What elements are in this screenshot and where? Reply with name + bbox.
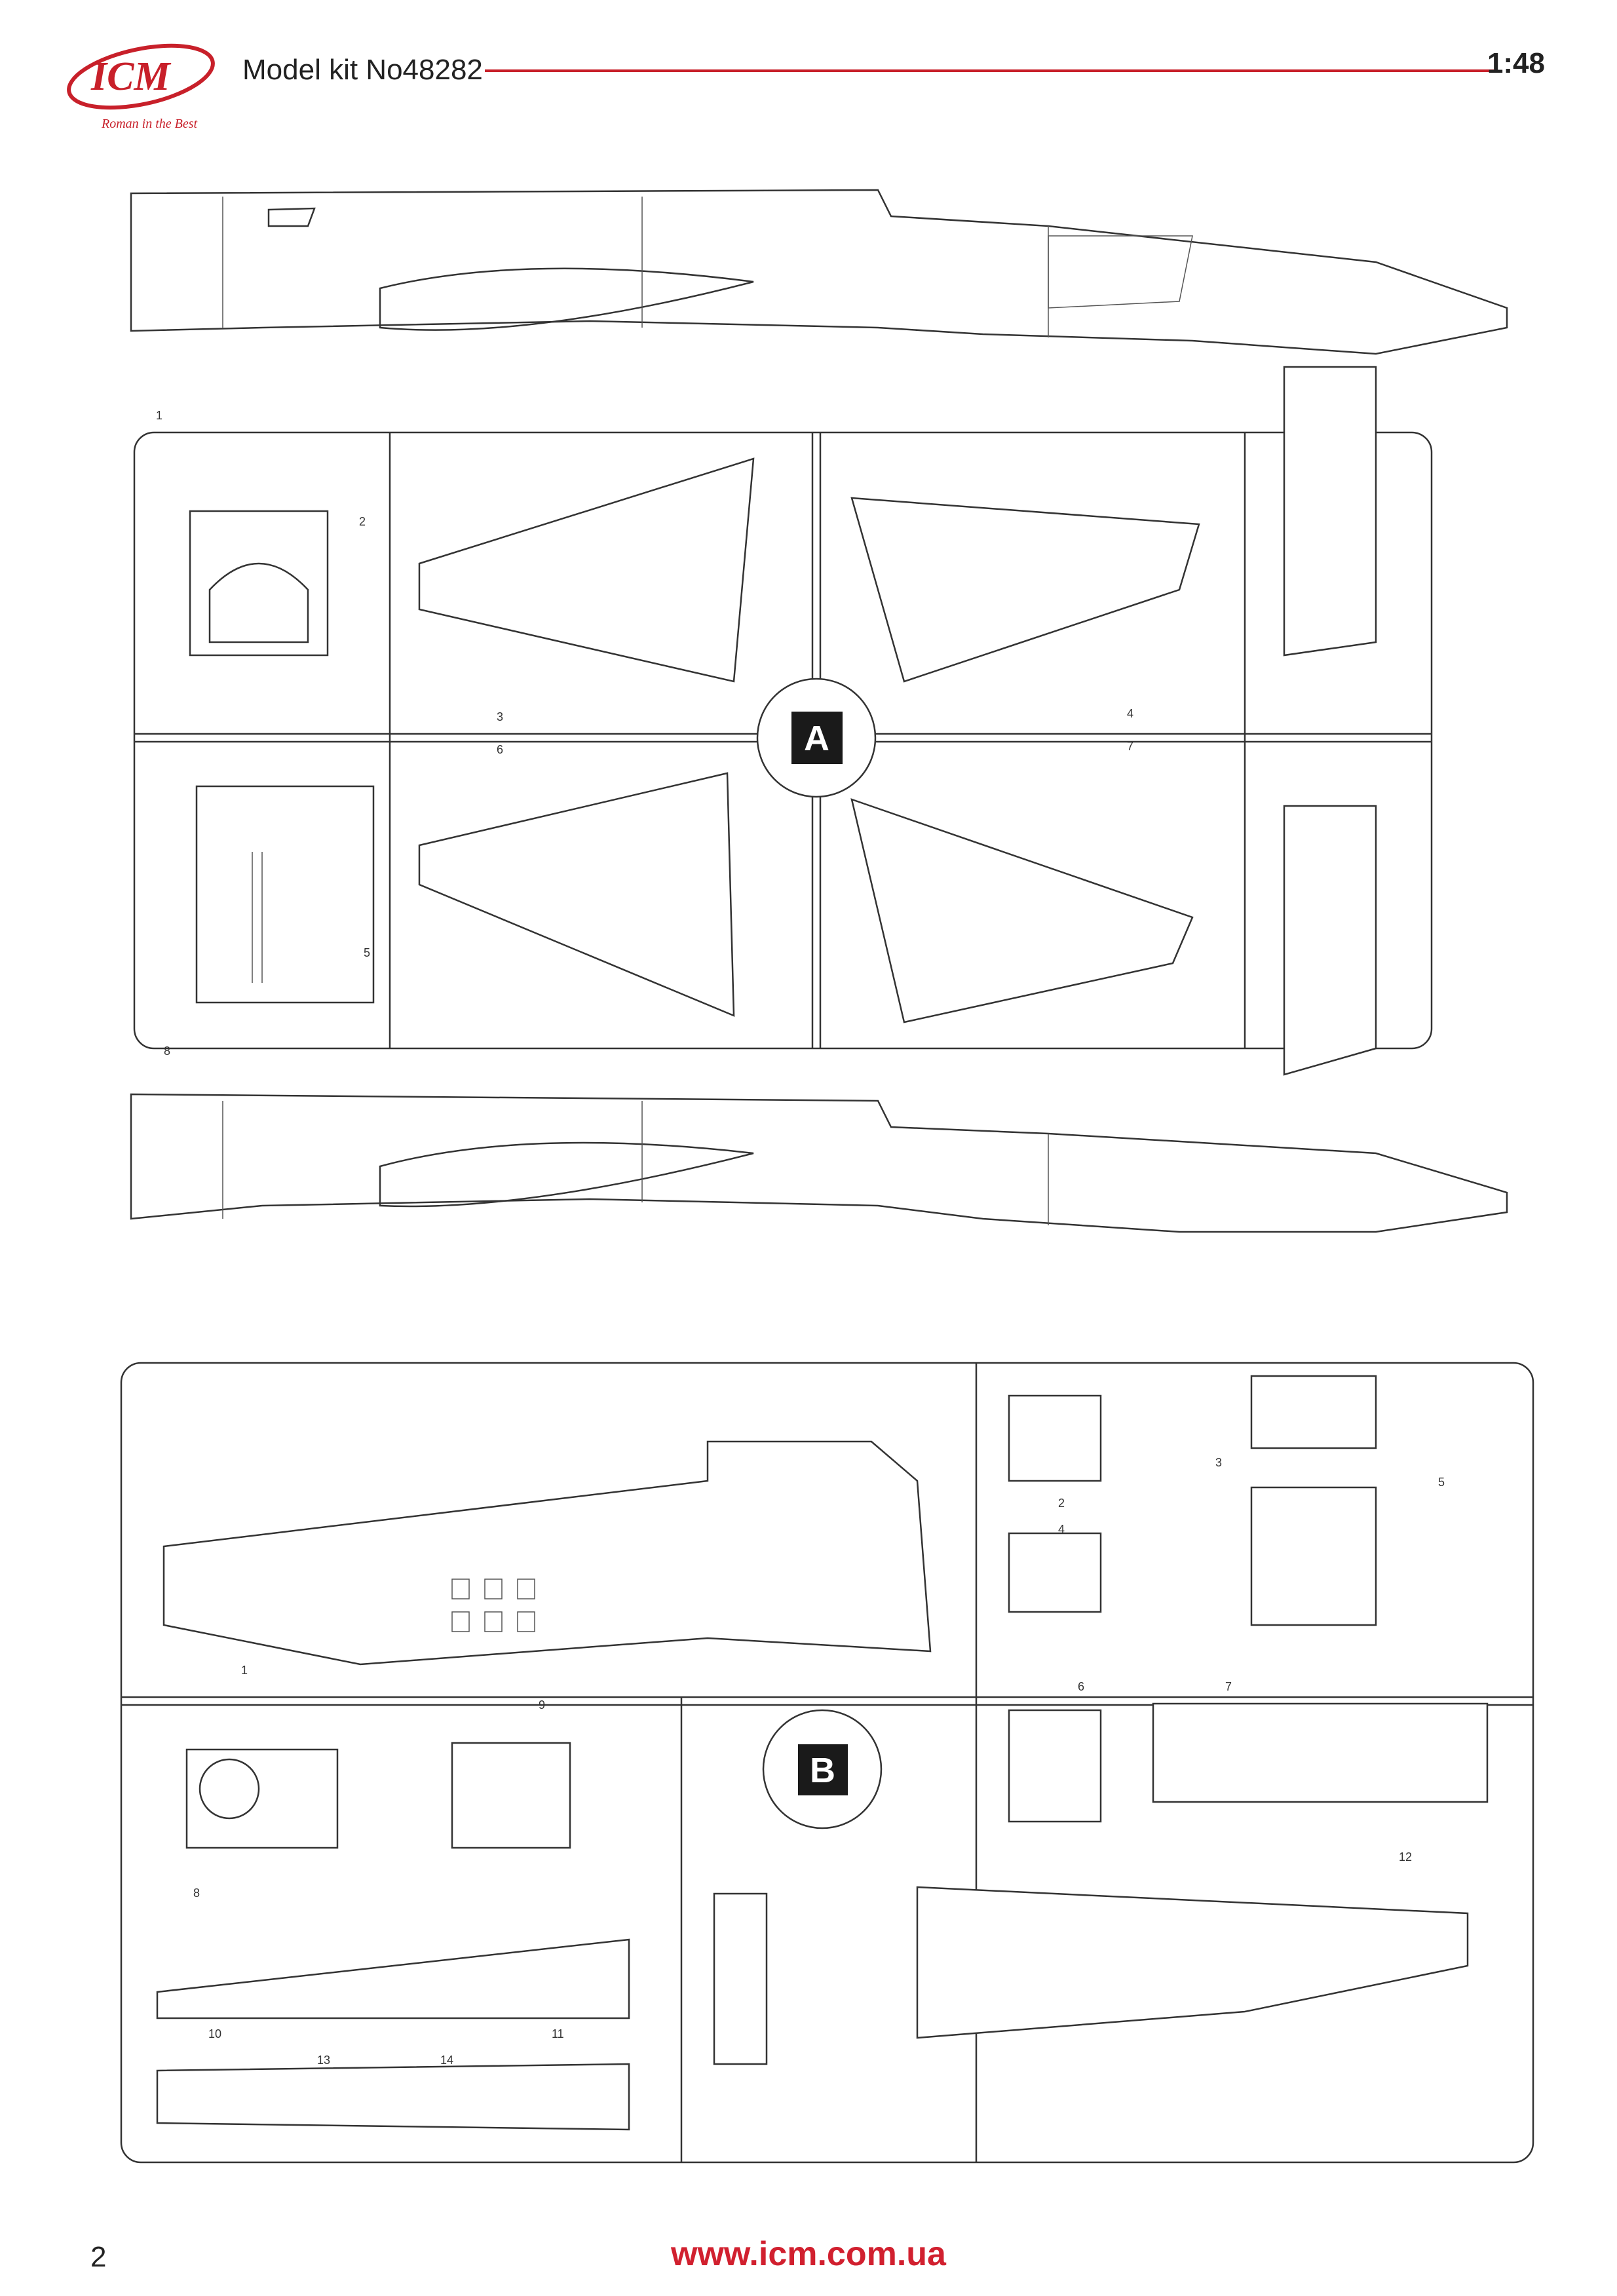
part-number-label: Roman in the Best [101, 117, 198, 131]
part-number-label: 10 [208, 2027, 221, 2040]
stabilizer-part-2 [156, 2063, 630, 2131]
part-number-label: 4 [1058, 1523, 1065, 1536]
bay-door-part [713, 1892, 768, 2065]
instrument-panel-part [195, 785, 375, 1004]
page-number: 2 [90, 2241, 107, 2273]
sprue-a-letter: A [804, 719, 829, 758]
part-number-label: 6 [1078, 1680, 1084, 1693]
stabilizer-part-1 [156, 1938, 630, 2019]
part-number-label: ICM [90, 54, 171, 99]
tail-part-right-bottom [1283, 805, 1377, 1076]
sprue-a-letter-box [791, 712, 843, 764]
wing-part-top-right [850, 497, 1200, 683]
part-number-label: 4 [1127, 707, 1133, 720]
part-number-label: 2 [1058, 1497, 1065, 1510]
part-number-label: 5 [364, 946, 370, 959]
sprue-b-letter-box [798, 1744, 848, 1795]
part-number-label: 3 [497, 710, 503, 723]
cockpit-tub-lower-part [1250, 1486, 1377, 1626]
part-number-label: 14 [440, 2054, 453, 2067]
header-rule [485, 69, 1494, 72]
website-link[interactable]: www.icm.com.ua [671, 2235, 946, 2273]
part-number-label: 7 [1225, 1680, 1232, 1693]
fuselage-side-part [162, 1440, 932, 1666]
sprue-b-frame [120, 1362, 1534, 2164]
sprue-b: B 1 2 3 4 5 6 7 8 9 10 11 [120, 1362, 1534, 2164]
cockpit-tub-part [1250, 1375, 1377, 1449]
seat-part [451, 1742, 571, 1849]
wing-part-bottom-left [418, 772, 735, 1017]
scale-label: 1:48 [1487, 47, 1545, 79]
tail-part-right-top [1283, 366, 1377, 657]
panel-part-2 [1008, 1532, 1102, 1613]
icm-logo: ICM Roman in the Best [67, 43, 215, 131]
kit-title: Model kit No48282 [242, 54, 483, 86]
part-number-label: 3 [1215, 1456, 1222, 1469]
part-number-label: 8 [193, 1886, 200, 1900]
sprue-b-letter: B [810, 1751, 835, 1790]
part-number-label: 1 [241, 1664, 248, 1677]
part-number-label: 8 [164, 1044, 170, 1058]
fuselage-half-top [130, 189, 1508, 355]
sprue-a: A 1 2 3 4 5 6 7 8 [130, 189, 1508, 1233]
panel-part-3 [1008, 1709, 1102, 1823]
part-number-label: 9 [539, 1698, 545, 1712]
sprue-a-frame [133, 431, 1433, 1050]
part-number-label: 13 [317, 2054, 330, 2067]
part-number-label: 2 [359, 515, 366, 528]
part-number-label: 6 [497, 743, 503, 756]
fuselage-lower-part [916, 1886, 1469, 2039]
page-header: ICM Roman in the Best Model kit No48282 … [0, 0, 1617, 131]
panel-part-1 [1008, 1394, 1102, 1482]
fuselage-half-bottom [130, 1093, 1508, 1233]
part-number-label: 7 [1127, 740, 1133, 753]
part-number-label: 5 [1438, 1476, 1445, 1489]
floor-part [1152, 1702, 1489, 1803]
bulkhead-part [185, 1748, 339, 1849]
part-number-label: 11 [552, 2027, 564, 2040]
engine-nacelle-part [189, 510, 329, 657]
wing-part-bottom-right [850, 798, 1194, 1024]
part-number-label: 12 [1399, 1850, 1412, 1864]
wing-part-top-left [418, 457, 755, 683]
part-number-label: 1 [156, 409, 162, 422]
